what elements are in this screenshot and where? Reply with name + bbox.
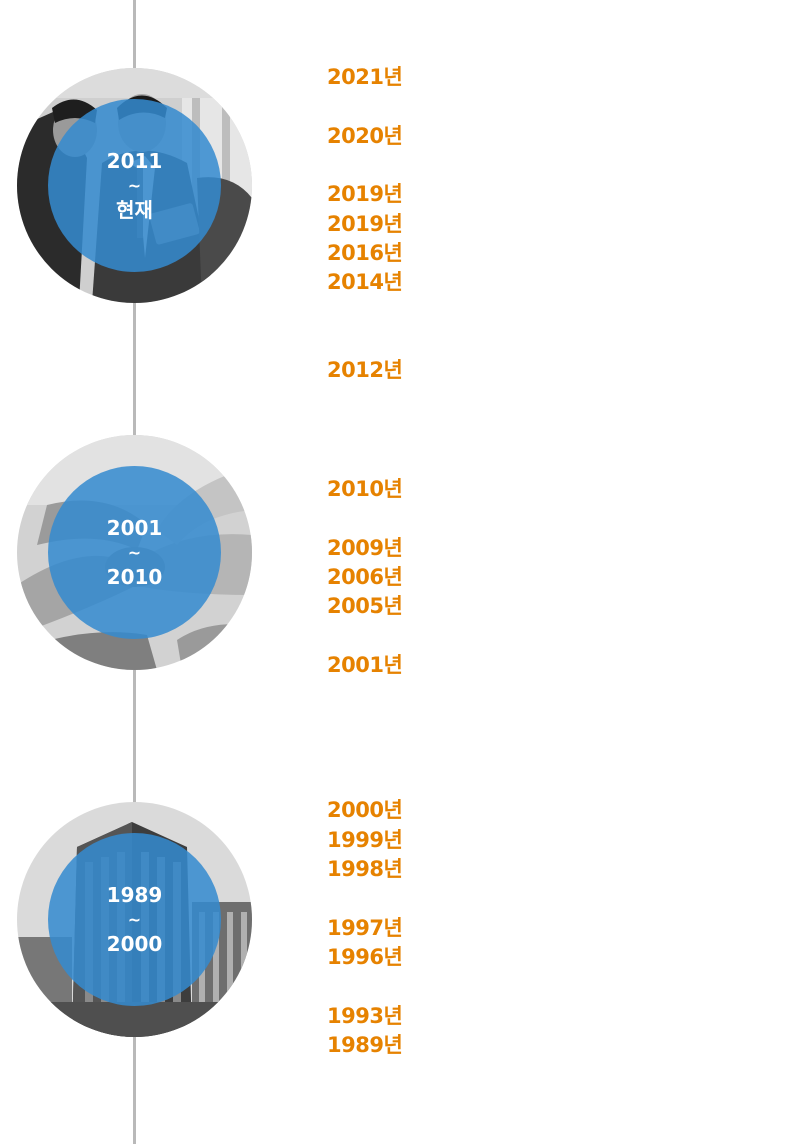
year-label: 1989년 — [327, 1033, 403, 1057]
era-separator: ~ — [127, 175, 142, 195]
era-label-disc: 2011 ~ 현재 — [48, 99, 221, 272]
year-label: 2019년 — [327, 182, 403, 206]
era-label-disc: 2001 ~ 2010 — [48, 466, 221, 639]
era-circle-2001-2010: 2001 ~ 2010 — [17, 435, 252, 670]
era-label-disc: 1989 ~ 2000 — [48, 833, 221, 1006]
era-start-year: 2001 — [106, 515, 163, 540]
year-label: 2000년 — [327, 798, 403, 822]
era-start-year: 1989 — [106, 882, 163, 907]
year-label: 2010년 — [327, 477, 403, 501]
year-label: 2005년 — [327, 594, 403, 618]
era-end-year: 현재 — [116, 197, 153, 222]
year-label: 2014년 — [327, 270, 403, 294]
year-label: 1997년 — [327, 916, 403, 940]
year-label: 2012년 — [327, 358, 403, 382]
era-end-year: 2000 — [106, 931, 163, 956]
year-label: 1996년 — [327, 945, 403, 969]
era-separator: ~ — [127, 909, 142, 929]
year-label: 2019년 — [327, 212, 403, 236]
era-circle-1989-2000: 1989 ~ 2000 — [17, 802, 252, 1037]
era-start-year: 2011 — [106, 148, 163, 173]
year-label: 2001년 — [327, 653, 403, 677]
year-label: 2006년 — [327, 565, 403, 589]
era-separator: ~ — [127, 542, 142, 562]
year-label: 1999년 — [327, 828, 403, 852]
year-label: 2020년 — [327, 124, 403, 148]
era-circle-2011-present: 2011 ~ 현재 — [17, 68, 252, 303]
year-label: 1998년 — [327, 857, 403, 881]
year-label: 2009년 — [327, 536, 403, 560]
year-label: 2021년 — [327, 65, 403, 89]
year-label: 1993년 — [327, 1004, 403, 1028]
era-end-year: 2010 — [106, 564, 163, 589]
year-label: 2016년 — [327, 241, 403, 265]
